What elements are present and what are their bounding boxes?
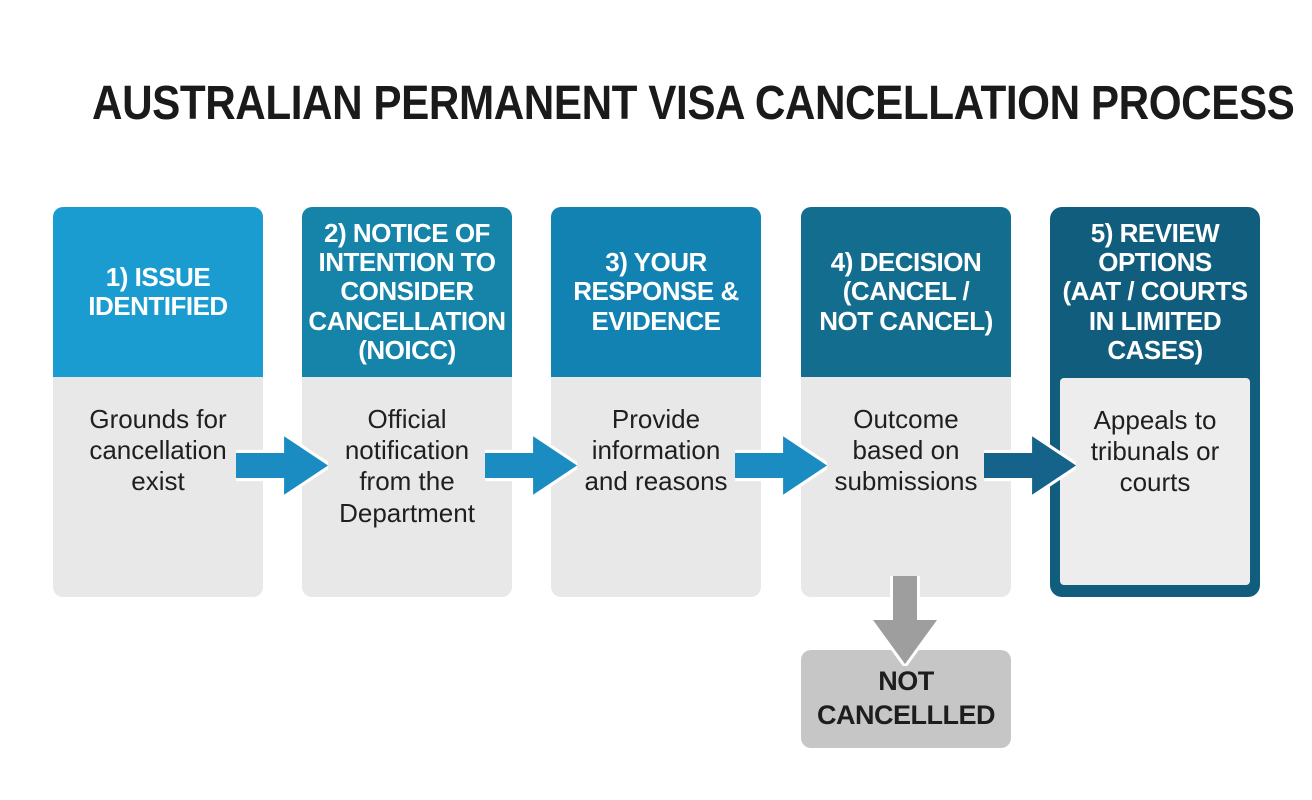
step-card-2: 2) NOTICE OF INTENTION TO CONSIDER CANCE… (302, 207, 512, 597)
step-4-body: Outcome based on submissions (801, 377, 1011, 597)
not-cancelled-box: NOT CANCELLLED (801, 650, 1011, 748)
step-3-body: Provide information and reasons (551, 377, 761, 597)
step-1-body: Grounds for cancellation exist (53, 377, 263, 597)
step-2-header: 2) NOTICE OF INTENTION TO CONSIDER CANCE… (302, 207, 512, 377)
arrow-right-icon (236, 433, 328, 498)
step-2-body: Official notification from the Departmen… (302, 377, 512, 597)
arrow-right-icon (984, 433, 1076, 498)
page-title: AUSTRALIAN PERMANENT VISA CANCELLATION P… (92, 77, 1295, 130)
arrow-right-icon (485, 433, 577, 498)
arrow-down-icon (873, 576, 937, 666)
step-3-header: 3) YOUR RESPONSE & EVIDENCE (551, 207, 761, 377)
step-1-header: 1) ISSUE IDENTIFIED (53, 207, 263, 377)
step-4-header: 4) DECISION (CANCEL / NOT CANCEL) (801, 207, 1011, 377)
step-5-header: 5) REVIEW OPTIONS (AAT / COURTS IN LIMIT… (1062, 218, 1248, 365)
arrow-right-icon (735, 433, 827, 498)
step-card-1: 1) ISSUE IDENTIFIED Grounds for cancella… (53, 207, 263, 597)
step-card-3: 3) YOUR RESPONSE & EVIDENCE Provide info… (551, 207, 761, 597)
step-5-body: Appeals to tribunals or courts (1060, 378, 1250, 585)
step-card-5: 5) REVIEW OPTIONS (AAT / COURTS IN LIMIT… (1050, 207, 1260, 597)
step-card-4: 4) DECISION (CANCEL / NOT CANCEL) Outcom… (801, 207, 1011, 597)
